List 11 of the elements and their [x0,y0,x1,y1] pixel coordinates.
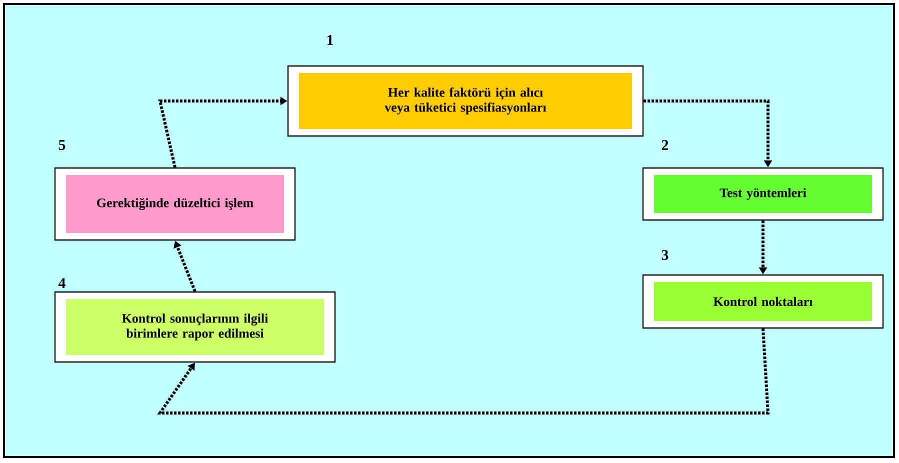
process-box: Gerektiğinde düzeltici işlem [54,167,296,241]
step-number: 1 [327,35,333,45]
step-number: 3 [662,250,668,260]
process-box: Her kalite faktörü için alıcı veya tüketici spesifiasyonları [287,65,644,137]
step-number: 2 [662,140,668,150]
step-number: 4 [58,278,66,288]
process-box: Kontrol noktaları [642,274,884,329]
process-box: Kontrol sonuçlarının ilgili birimlere rapor edilmesi [54,291,336,363]
process-box: Test yöntemleri [642,167,884,221]
arrow [157,328,770,414]
step-number: 5 [58,140,66,150]
